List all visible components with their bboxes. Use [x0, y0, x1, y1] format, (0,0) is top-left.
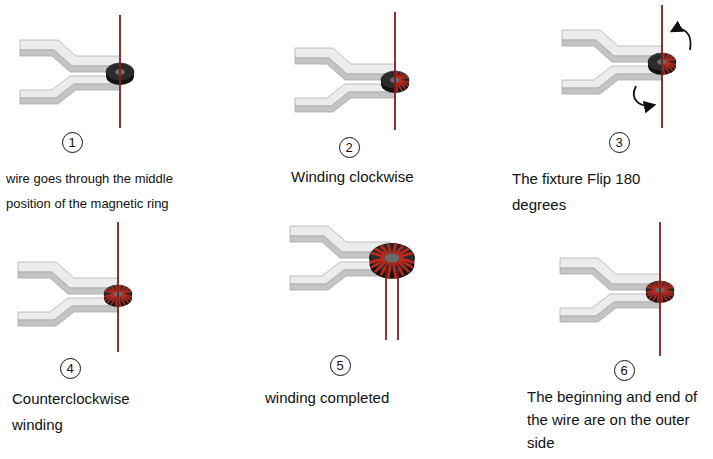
step-caption-box: wire goes through the middle position of…: [6, 166, 206, 216]
step-caption-box: winding completed: [265, 386, 445, 410]
step-caption-box: Winding clockwise: [291, 165, 471, 189]
callout-number: 5: [336, 359, 343, 372]
callout-number: 4: [66, 362, 73, 375]
step-number-circle: 3: [609, 132, 630, 153]
callout-number: 2: [345, 141, 352, 154]
step-caption: Winding clockwise: [291, 168, 414, 185]
step-caption: The fixture Flip 180 degrees: [512, 170, 640, 213]
step-caption: wire goes through the middle position of…: [6, 171, 173, 211]
step-caption: winding completed: [265, 389, 389, 406]
step-caption-box: The fixture Flip 180 degrees: [512, 166, 677, 218]
callout-number: 6: [620, 364, 627, 377]
step-number-circle: 6: [614, 360, 635, 381]
callout-number: 1: [68, 136, 75, 149]
step-caption: The beginning and end of the wire are on…: [527, 388, 697, 451]
step-number-circle: 1: [62, 132, 83, 153]
step-caption-box: Counterclockwise winding: [12, 386, 152, 438]
step-number-circle: 4: [60, 358, 81, 379]
step-number-circle: 2: [339, 137, 360, 158]
step-number-circle: 5: [330, 355, 351, 376]
step-caption-box: The beginning and end of the wire are on…: [527, 385, 705, 454]
step-caption: Counterclockwise winding: [12, 390, 130, 433]
callout-number: 3: [615, 136, 622, 149]
